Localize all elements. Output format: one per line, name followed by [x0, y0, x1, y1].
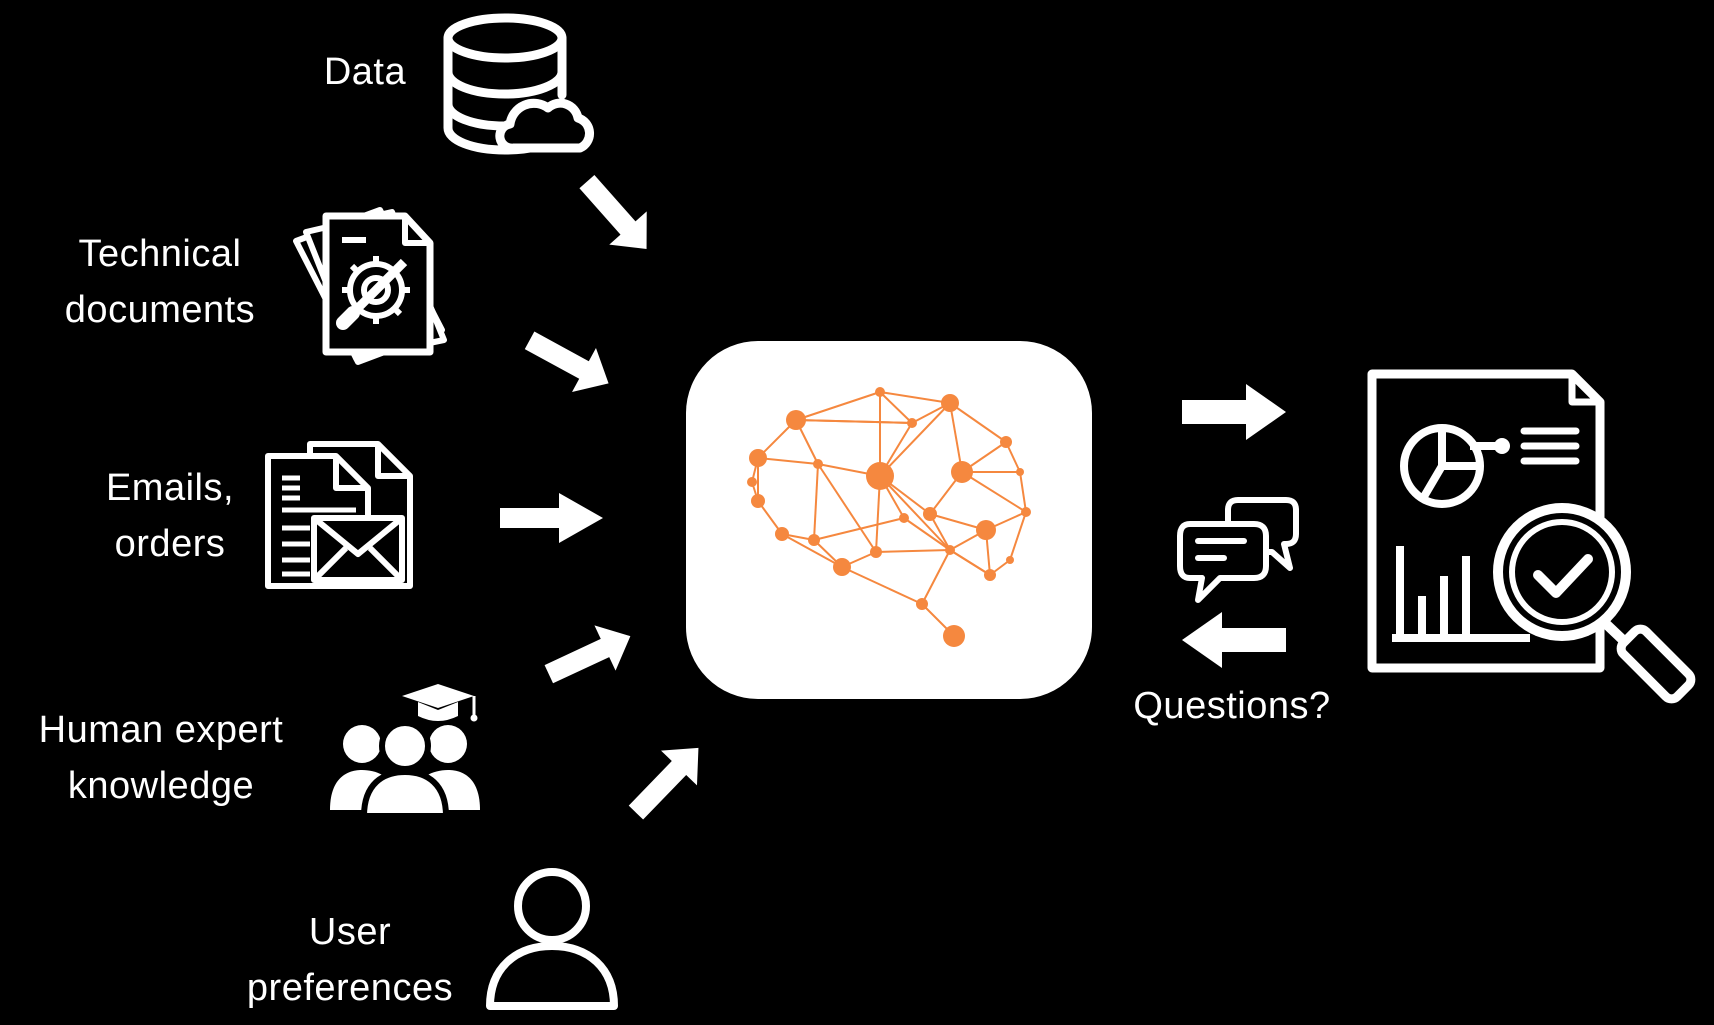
brain-edge	[949, 402, 963, 473]
brain-node	[775, 527, 789, 541]
label-human-expert: Human expert knowledge	[0, 702, 322, 814]
label-user-line2: preferences	[246, 967, 454, 1009]
report-magnifier-check-icon	[1367, 369, 1696, 704]
label-technical-documents: Technical documents	[30, 226, 290, 338]
brain-node	[747, 477, 757, 487]
label-user-preferences: User preferences	[210, 904, 490, 1016]
brain-node	[1000, 436, 1012, 448]
label-emails-line2: orders	[114, 523, 226, 565]
neural-network-brain-icon	[747, 387, 1031, 647]
brain-node	[749, 449, 767, 467]
user-icon	[486, 868, 618, 1010]
brain-edge	[795, 391, 881, 421]
brain-edge	[817, 463, 877, 553]
brain-edge	[949, 549, 991, 576]
brain-edge	[949, 402, 1007, 443]
arrow-to-report	[1182, 384, 1286, 440]
brain-node	[808, 534, 820, 546]
label-emails-line1: Emails,	[105, 467, 235, 509]
brain-edge	[1009, 511, 1027, 561]
arrow-user-preferences	[628, 747, 699, 820]
center-box	[686, 341, 1092, 699]
arrow-human-expert	[544, 625, 631, 684]
brain-edge	[813, 463, 819, 541]
brain-node	[916, 598, 928, 610]
brain-node	[751, 494, 765, 508]
arrow-emails-orders	[500, 493, 603, 543]
brain-node	[1016, 468, 1024, 476]
brain-node	[951, 461, 973, 483]
label-technical-line2: documents	[64, 289, 256, 331]
brain-node	[907, 418, 917, 428]
label-data: Data	[300, 44, 430, 100]
label-questions-text: Questions?	[1133, 685, 1331, 727]
brain-edge	[813, 517, 905, 541]
brain-node	[813, 459, 823, 469]
brain-node	[943, 625, 965, 647]
brain-edge	[961, 471, 1027, 513]
brain-node	[899, 513, 909, 523]
brain-node	[945, 545, 955, 555]
label-questions: Questions?	[1112, 678, 1352, 734]
brain-node	[866, 462, 894, 490]
brain-edge	[879, 475, 951, 551]
chat-bubbles-icon	[1177, 497, 1299, 603]
brain-edge	[841, 566, 923, 605]
brain-edge	[757, 457, 819, 465]
brain-edge	[921, 549, 951, 605]
brain-edge	[903, 517, 951, 551]
arrows-out	[1182, 384, 1286, 668]
technical-documents-gear-icon	[293, 207, 447, 365]
expert-team-graduation-cap-icon	[330, 684, 480, 819]
brain-node	[1006, 556, 1014, 564]
brain-edge	[781, 533, 843, 568]
brain-node	[1021, 507, 1031, 517]
brain-edge	[879, 402, 951, 477]
brain-node	[976, 520, 996, 540]
brain-edge	[879, 391, 913, 424]
brain-node	[984, 569, 996, 581]
label-human-expert-line1: Human expert	[38, 709, 284, 751]
brain-node	[923, 507, 937, 521]
arrow-data	[579, 174, 647, 249]
label-user-line1: User	[308, 911, 392, 953]
brain-node	[875, 387, 885, 397]
brain-edge	[875, 549, 951, 553]
label-human-expert-line2: knowledge	[67, 765, 255, 807]
brain-edge	[879, 391, 951, 404]
brain-node	[870, 546, 882, 558]
brain-edge	[1019, 471, 1027, 513]
brain-node	[941, 394, 959, 412]
label-data-text: Data	[323, 51, 407, 93]
arrow-from-report	[1182, 612, 1286, 668]
arrow-technical-documents	[524, 331, 609, 392]
label-technical-line1: Technical	[78, 233, 242, 275]
label-emails-orders: Emails, orders	[80, 460, 260, 572]
database-cloud-icon	[443, 13, 594, 155]
brain-edge	[795, 419, 913, 424]
arrows-in	[500, 174, 699, 820]
brain-node	[786, 410, 806, 430]
brain-node	[833, 558, 851, 576]
email-documents-icon	[265, 441, 413, 589]
